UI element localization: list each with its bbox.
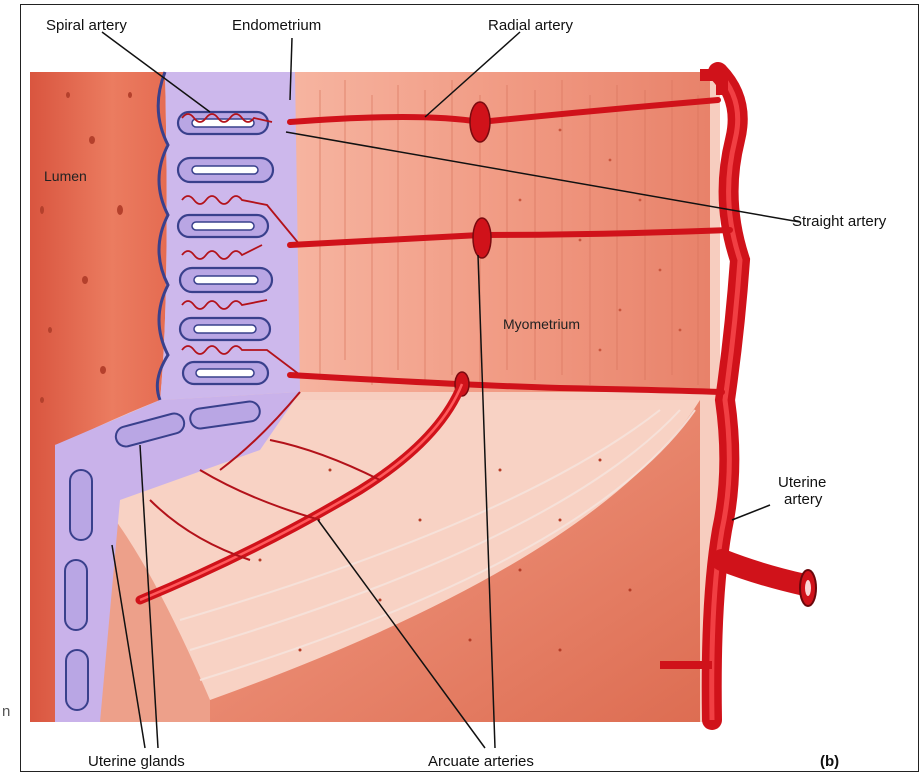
- label-spiral-artery: Spiral artery: [46, 17, 127, 34]
- label-panel-b: (b): [820, 753, 839, 770]
- label-uterine-artery-line1: Uterine: [778, 474, 826, 491]
- label-radial-artery: Radial artery: [488, 17, 573, 34]
- label-endometrium: Endometrium: [232, 17, 321, 34]
- uterine-artery-branch: [722, 560, 805, 585]
- label-straight-artery: Straight artery: [792, 213, 886, 230]
- label-uterine-artery: Uterine artery: [778, 474, 826, 508]
- label-arcuate-arteries: Arcuate arteries: [428, 753, 534, 770]
- edge-text-fragment: n: [2, 703, 10, 720]
- label-uterine-artery-line2: artery: [778, 491, 826, 508]
- label-myometrium: Myometrium: [503, 316, 580, 333]
- label-lumen: Lumen: [44, 168, 87, 185]
- label-uterine-glands: Uterine glands: [88, 753, 185, 770]
